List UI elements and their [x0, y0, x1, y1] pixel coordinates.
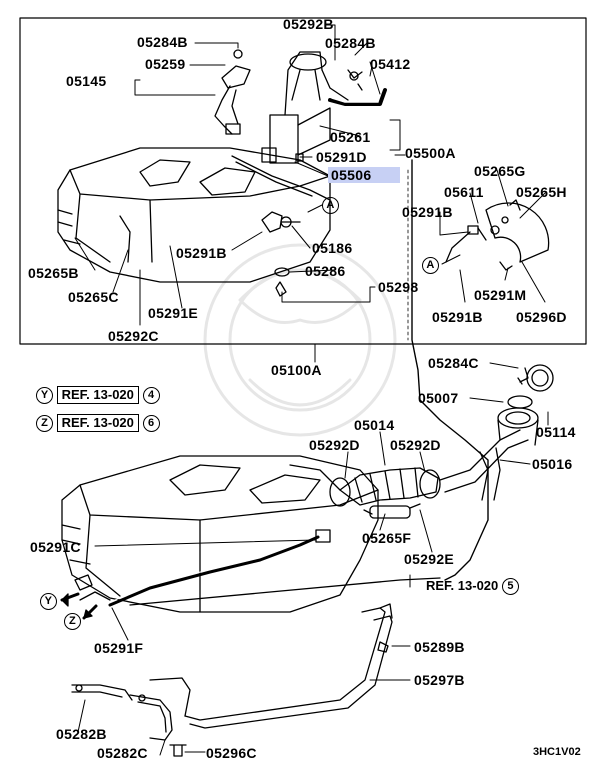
- label-05291E: 05291E: [148, 305, 199, 321]
- label-05282C: 05282C: [97, 745, 148, 761]
- label-05265B: 05265B: [28, 265, 79, 281]
- ref-z-marker: Z: [36, 415, 53, 433]
- label-05292C: 05292C: [108, 328, 159, 344]
- label-05611: 05611: [444, 184, 484, 200]
- upper-detail-frame: [19, 17, 587, 345]
- label-05265G: 05265G: [474, 163, 526, 179]
- label-05265F: 05265F: [362, 530, 412, 546]
- upper-leader-lines: [74, 24, 546, 326]
- label-05292E: 05292E: [404, 551, 455, 567]
- vent-tube-05500A: [411, 159, 489, 581]
- upper-fuel-tank: [57, 147, 331, 283]
- ref-callout-z[interactable]: Z REF. 13-020 6: [36, 414, 160, 433]
- label-05265H: 05265H: [516, 184, 567, 200]
- label-05296D: 05296D: [516, 309, 567, 325]
- ref-callout-y[interactable]: Y REF. 13-020 4: [36, 386, 160, 405]
- label-05297B: 05297B: [414, 672, 465, 688]
- label-05291B-right: 05291B: [432, 309, 483, 325]
- drawing-code: 3HC1V02: [533, 746, 581, 758]
- label-05292D-left: 05292D: [309, 437, 360, 453]
- label-05291M: 05291M: [474, 287, 527, 303]
- label-05265C: 05265C: [68, 289, 119, 305]
- ref-y-number: 4: [142, 387, 160, 405]
- marker-y-arrow: Y: [40, 592, 57, 610]
- label-05016: 05016: [532, 456, 573, 472]
- label-05100A: 05100A: [271, 362, 322, 378]
- ref-z-text: REF. 13-020: [56, 414, 139, 432]
- ref-y-text: REF. 13-020: [56, 386, 139, 404]
- wire-harness: [214, 49, 251, 135]
- lower-leader-lines: [77, 362, 549, 756]
- filler-neck-assembly: [329, 364, 554, 519]
- part-05186: [261, 211, 301, 233]
- label-05296C: 05296C: [206, 745, 257, 761]
- ref-y-marker: Y: [36, 387, 53, 405]
- label-05186: 05186: [312, 240, 353, 256]
- ref-callout-5[interactable]: REF. 13-020 5: [426, 578, 519, 596]
- tank-straps: [71, 603, 393, 757]
- ref-z-number: 6: [142, 415, 160, 433]
- label-05291F: 05291F: [94, 640, 144, 656]
- label-05284B-left: 05284B: [137, 34, 188, 50]
- label-05284B-right: 05284B: [325, 35, 376, 51]
- marker-a-upper: A: [322, 196, 339, 214]
- ref-5-number: 5: [501, 578, 519, 596]
- label-05282B: 05282B: [56, 726, 107, 742]
- label-05292D-right: 05292D: [390, 437, 441, 453]
- marker-z-arrow: Z: [64, 612, 81, 630]
- label-05289B: 05289B: [414, 639, 465, 655]
- marker-a-right: A: [422, 256, 439, 274]
- label-05292B-top: 05292B: [283, 16, 334, 32]
- label-05261: 05261: [330, 129, 371, 145]
- ref-5-text: REF. 13-020: [426, 578, 499, 593]
- upper-filler-pieces: [445, 199, 550, 271]
- label-05500A: 05500A: [405, 145, 456, 161]
- label-05286: 05286: [305, 263, 346, 279]
- watermark: [203, 243, 397, 437]
- label-05291B-mid: 05291B: [402, 204, 453, 220]
- label-05412: 05412: [370, 56, 411, 72]
- hose-05412: [328, 88, 387, 106]
- label-05007: 05007: [418, 390, 459, 406]
- label-05291D: 05291D: [316, 149, 367, 165]
- lower-fuel-lines: [74, 529, 441, 607]
- label-05284C: 05284C: [428, 355, 479, 371]
- label-05298: 05298: [378, 279, 419, 295]
- label-05145: 05145: [66, 73, 107, 89]
- label-05114: 05114: [536, 424, 576, 440]
- upper-fuel-pump: [261, 51, 349, 164]
- label-05259: 05259: [145, 56, 186, 72]
- label-05291B-left: 05291B: [176, 245, 227, 261]
- label-05014: 05014: [354, 417, 395, 433]
- label-05291C: 05291C: [30, 539, 81, 555]
- label-05506-highlighted[interactable]: 05506: [328, 167, 400, 183]
